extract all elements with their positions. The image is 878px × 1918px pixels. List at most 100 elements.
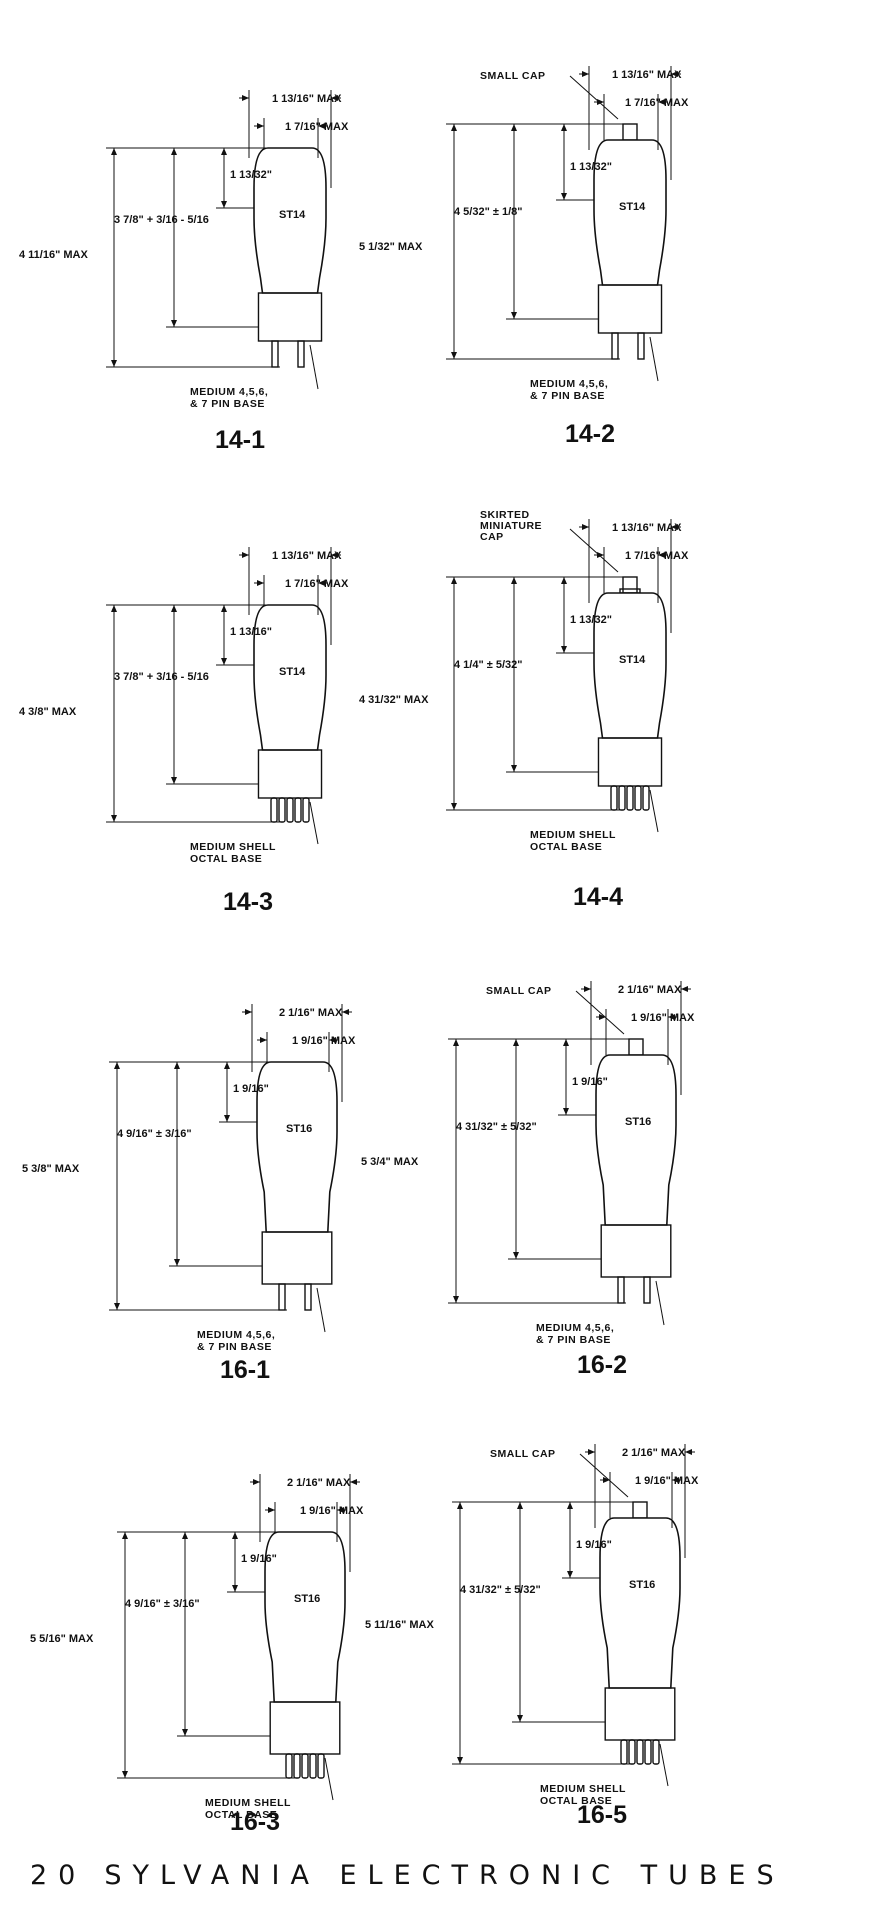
shoulder-diameter: 1 9/16" MAX	[631, 1012, 695, 1024]
glass-bulb	[595, 1054, 677, 1226]
tube-drawing-16-2: ST16 2 1/16" MAX 1 9/16" MAX 1 9/16" 4 31/32…	[361, 981, 695, 1379]
overall-length: 4 31/32" MAX	[359, 694, 429, 706]
tube-base	[597, 737, 663, 787]
top-cap	[622, 123, 638, 141]
seated-height: 3 7/8" + 3/16 - 5/16	[114, 671, 209, 683]
max-diameter: 2 1/16" MAX	[279, 1007, 343, 1019]
max-diameter: 2 1/16" MAX	[618, 984, 682, 996]
seated-height: 4 31/32" ± 5/32"	[456, 1121, 537, 1133]
figure-label: 16-3	[230, 1808, 280, 1836]
glass-bulb	[256, 1061, 338, 1233]
figure-label: 14-1	[215, 426, 265, 454]
shoulder-height: 1 9/16"	[576, 1539, 612, 1551]
shoulder-height: 1 13/32"	[570, 614, 612, 626]
figure-label: 14-4	[573, 883, 623, 911]
shoulder-height: 1 9/16"	[233, 1083, 269, 1095]
base-note: OCTAL BASE	[530, 841, 602, 853]
tube-base	[600, 1224, 672, 1278]
bulb-type: ST14	[619, 654, 646, 666]
max-diameter: 1 13/16" MAX	[272, 550, 342, 562]
page-title: SYLVANIA ELECTRONIC TUBES	[104, 1860, 785, 1891]
tube-base	[269, 1701, 341, 1755]
figure-label: 16-5	[577, 1801, 627, 1829]
base-note: MEDIUM 4,5,6,	[197, 1329, 275, 1341]
cap-note: MINIATURE	[480, 520, 542, 532]
seated-height: 4 1/4" ± 5/32"	[454, 659, 522, 671]
overall-length: 5 11/16" MAX	[365, 1619, 434, 1631]
overall-length: 5 3/8" MAX	[22, 1163, 80, 1175]
figure-label: 14-2	[565, 420, 615, 448]
base-note: & 7 PIN BASE	[197, 1341, 272, 1353]
base-note: OCTAL BASE	[190, 853, 262, 865]
shoulder-diameter: 1 7/16" MAX	[285, 578, 349, 590]
base-note: MEDIUM SHELL	[530, 829, 616, 841]
tube-drawing-16-5: ST16 2 1/16" MAX 1 9/16" MAX 1 9/16" 4 31/32…	[365, 1444, 699, 1829]
glass-bulb	[599, 1517, 681, 1689]
max-diameter: 1 13/16" MAX	[272, 93, 342, 105]
cap-note: SKIRTED	[480, 509, 530, 521]
overall-length: 4 11/16" MAX	[19, 249, 88, 261]
shoulder-diameter: 1 7/16" MAX	[285, 121, 349, 133]
max-diameter: 2 1/16" MAX	[287, 1477, 351, 1489]
top-cap	[628, 1038, 644, 1056]
shoulder-height: 1 13/16"	[230, 626, 272, 638]
tube-base	[604, 1687, 676, 1741]
shoulder-diameter: 1 9/16" MAX	[635, 1475, 699, 1487]
base-note: & 7 PIN BASE	[530, 390, 605, 402]
bulb-type: ST16	[629, 1579, 655, 1591]
base-note: OCTAL BASE	[540, 1795, 612, 1807]
shoulder-diameter: 1 9/16" MAX	[300, 1505, 364, 1517]
base-note: MEDIUM 4,5,6,	[190, 386, 268, 398]
tube-base	[257, 749, 323, 799]
shoulder-height: 1 9/16"	[572, 1076, 608, 1088]
shoulder-diameter: 1 9/16" MAX	[292, 1035, 356, 1047]
seated-height: 4 5/32" ± 1/8"	[454, 206, 522, 218]
overall-length: 4 3/8" MAX	[19, 706, 77, 718]
base-note: & 7 PIN BASE	[190, 398, 265, 410]
tube-base	[261, 1231, 333, 1285]
base-note: MEDIUM 4,5,6,	[530, 378, 608, 390]
max-diameter: 1 13/16" MAX	[612, 522, 682, 534]
shoulder-diameter: 1 7/16" MAX	[625, 97, 689, 109]
tube-base	[597, 284, 663, 334]
tube-drawing-14-3: ST14 1 13/16" MAX 1 7/16" MAX 1 13/16" 3 7/8…	[19, 547, 349, 916]
page-number: 20	[30, 1860, 87, 1891]
seated-height: 4 31/32" ± 5/32"	[460, 1584, 541, 1596]
base-note: MEDIUM SHELL	[190, 841, 276, 853]
bulb-type: ST16	[625, 1116, 651, 1128]
figure-label: 16-2	[577, 1351, 627, 1379]
seated-height: 4 9/16" ± 3/16"	[125, 1598, 200, 1610]
glass-bulb	[264, 1531, 346, 1703]
shoulder-height: 1 9/16"	[241, 1553, 277, 1565]
seated-height: 4 9/16" ± 3/16"	[117, 1128, 192, 1140]
base-note: MEDIUM 4,5,6,	[536, 1322, 614, 1334]
top-cap	[632, 1501, 648, 1519]
page-footer: 20 SYLVANIA ELECTRONIC TUBES	[30, 1860, 803, 1891]
max-diameter: 2 1/16" MAX	[622, 1447, 686, 1459]
cap-note: SMALL CAP	[486, 985, 552, 997]
tube-drawing-14-2: ST14 1 13/16" MAX 1 7/16" MAX 1 13/32" 4 5/3…	[359, 66, 689, 448]
cap-note: SMALL CAP	[490, 1448, 556, 1460]
cap-note: CAP	[480, 531, 504, 543]
overall-length: 5 5/16" MAX	[30, 1633, 94, 1645]
tube-drawing-16-1: ST16 2 1/16" MAX 1 9/16" MAX 1 9/16" 4 9/16"…	[22, 1004, 356, 1384]
figure-label: 16-1	[220, 1356, 270, 1384]
bulb-type: ST14	[619, 201, 646, 213]
base-note: & 7 PIN BASE	[536, 1334, 611, 1346]
cap-note: SMALL CAP	[480, 70, 546, 82]
overall-length: 5 1/32" MAX	[359, 241, 423, 253]
shoulder-height: 1 13/32"	[570, 161, 612, 173]
seated-height: 3 7/8" + 3/16 - 5/16	[114, 214, 209, 226]
bulb-type: ST14	[279, 666, 306, 678]
base-note: MEDIUM SHELL	[205, 1797, 291, 1809]
bulb-type: ST16	[286, 1123, 312, 1135]
shoulder-diameter: 1 7/16" MAX	[625, 550, 689, 562]
base-note: OCTAL BASE	[205, 1809, 277, 1821]
bulb-type: ST16	[294, 1593, 320, 1605]
overall-length: 5 3/4" MAX	[361, 1156, 419, 1168]
max-diameter: 1 13/16" MAX	[612, 69, 682, 81]
tube-drawing-14-4: ST14 1 13/16" MAX 1 7/16" MAX 1 13/32" 4 1/4…	[359, 509, 689, 911]
